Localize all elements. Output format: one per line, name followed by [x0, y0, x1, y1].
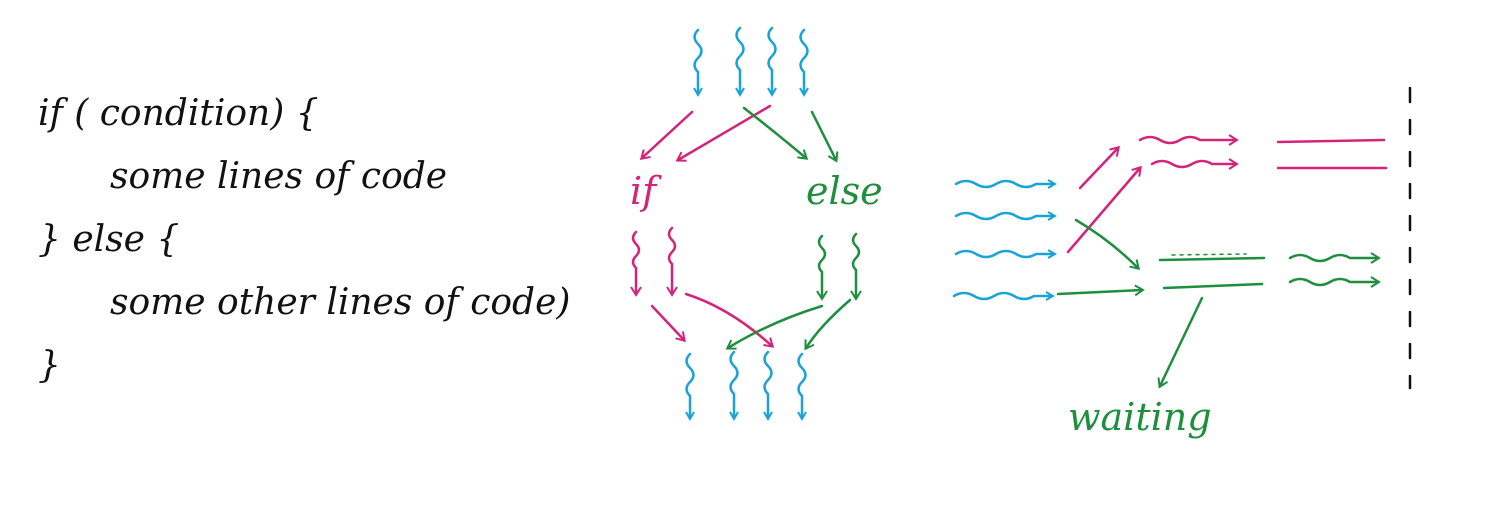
if-active-wavy — [1138, 134, 1239, 146]
thread-wavy-arrow — [731, 350, 738, 418]
else-route-arrow — [1056, 284, 1145, 297]
else-merge-arrow — [804, 298, 852, 351]
code-line-if: if ( condition) { — [38, 93, 319, 134]
else-route-arrow — [1074, 218, 1141, 271]
code-line-close: } — [38, 345, 61, 386]
timeline-incoming-threads — [952, 181, 1054, 299]
else-branch-label: else — [806, 169, 883, 213]
if-merge-arrow — [684, 292, 775, 348]
thread-wavy-arrow — [737, 26, 744, 94]
if-branch-label: if — [630, 169, 662, 213]
else-idle-line — [1162, 282, 1264, 290]
if-merge-arrow — [650, 304, 686, 343]
waiting-label: waiting — [1068, 395, 1212, 439]
if-route-arrow — [1078, 145, 1120, 190]
timeline-else-path — [1056, 218, 1381, 389]
thread-wavy-arrow — [666, 226, 678, 297]
if-route-arrow — [1066, 165, 1142, 254]
branch-split-arrows — [639, 104, 839, 163]
code-line-else: } else { — [38, 219, 180, 260]
thread-wavy-arrow — [801, 28, 808, 94]
thread-wavy-arrow — [799, 352, 806, 418]
thread-wavy-arrow — [630, 230, 642, 297]
if-split-arrow — [639, 110, 694, 160]
thread-wavy-arrow — [954, 251, 1054, 257]
thread-wavy-arrow — [954, 213, 1054, 219]
waiting-pointer-arrow — [1157, 296, 1204, 389]
else-idle-dotted — [1171, 253, 1247, 256]
thread-wavy-arrow — [850, 232, 862, 301]
outgoing-threads-bottom — [687, 350, 806, 418]
else-merge-arrow — [725, 304, 824, 350]
if-idle-line — [1276, 138, 1386, 144]
else-idle-line — [1158, 256, 1266, 262]
thread-wavy-arrow — [687, 352, 694, 418]
reconverge-arrows — [650, 292, 852, 351]
else-active-wavy — [1288, 276, 1381, 288]
code-line-else-body: some other lines of code) — [38, 271, 570, 334]
if-branch-threads — [630, 226, 678, 297]
code-line-if-body-text: some lines of code — [110, 156, 448, 197]
thread-wavy-arrow — [695, 28, 702, 94]
else-split-arrow — [810, 110, 839, 163]
code-line-if-body: some lines of code — [38, 145, 570, 208]
thread-wavy-arrow — [816, 234, 828, 301]
thread-wavy-arrow — [765, 350, 772, 418]
if-split-arrow — [675, 104, 772, 162]
else-active-wavy — [1288, 252, 1381, 264]
code-line-else-body-text: some other lines of code) — [110, 282, 571, 323]
timeline-if-path — [1066, 134, 1388, 254]
code-snippet: if ( condition) { some lines of code } e… — [38, 82, 570, 397]
thread-wavy-arrow — [954, 181, 1054, 187]
else-split-arrow — [742, 106, 809, 160]
incoming-threads-top — [695, 26, 808, 94]
thread-wavy-arrow — [769, 26, 776, 94]
thread-wavy-arrow — [952, 293, 1052, 299]
if-active-wavy — [1150, 158, 1239, 170]
else-branch-threads — [816, 232, 862, 301]
